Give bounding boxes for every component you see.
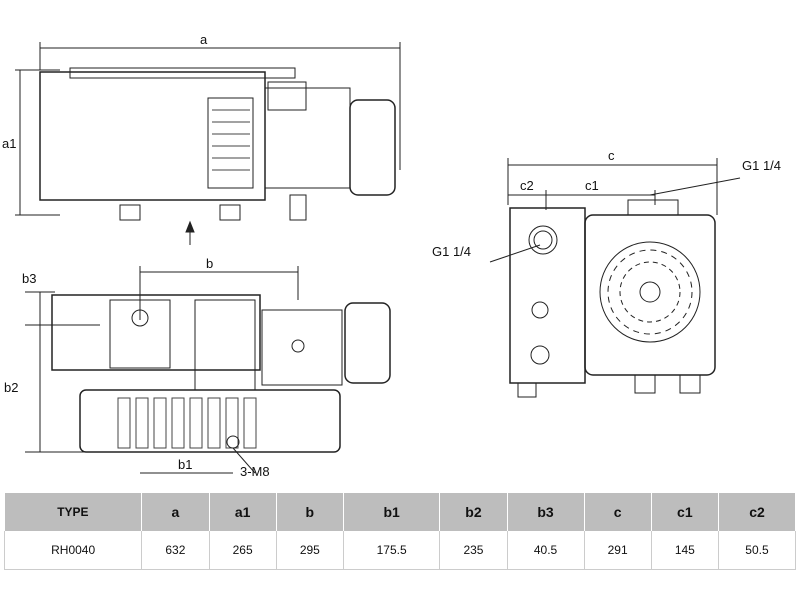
dim-b3-label: b3 bbox=[22, 271, 36, 286]
col-header: b2 bbox=[439, 493, 508, 531]
table-cell: 175.5 bbox=[343, 531, 441, 570]
col-header: a1 bbox=[209, 493, 277, 531]
table-row: RH0040 632 265 295 175.5 235 40.5 291 14… bbox=[3, 531, 797, 570]
top-view bbox=[15, 42, 401, 245]
m8-label: 3-M8 bbox=[240, 464, 270, 479]
table-header-row: TYPE a a1 b b1 b2 b3 c c1 c2 bbox=[4, 493, 797, 531]
dim-c2-label: c2 bbox=[520, 178, 534, 193]
table-cell: 50.5 bbox=[718, 531, 797, 570]
table-cell: 632 bbox=[141, 531, 210, 570]
dim-b2-label: b2 bbox=[4, 380, 18, 395]
table-cell: 291 bbox=[584, 531, 652, 570]
col-header: b1 bbox=[343, 493, 441, 531]
dim-a1-label: a1 bbox=[2, 136, 16, 151]
col-header: c1 bbox=[651, 493, 719, 531]
col-header: b bbox=[276, 493, 344, 531]
table-cell: 40.5 bbox=[507, 531, 585, 570]
table-cell: 265 bbox=[209, 531, 277, 570]
col-header: c bbox=[584, 493, 652, 531]
dim-b1-label: b1 bbox=[178, 457, 192, 472]
table-cell: 235 bbox=[439, 531, 508, 570]
g-right-label: G1 1/4 bbox=[742, 158, 781, 173]
front-view bbox=[489, 158, 741, 398]
g-left-label: G1 1/4 bbox=[432, 244, 471, 259]
pump-drawing: a a1 b b3 b2 b1 3-M8 bbox=[2, 32, 781, 479]
col-header: c2 bbox=[718, 493, 797, 531]
dim-b-label: b bbox=[206, 256, 213, 271]
side-view bbox=[25, 266, 391, 474]
col-header: b3 bbox=[507, 493, 585, 531]
dim-c-label: c bbox=[608, 148, 615, 163]
col-header: TYPE bbox=[4, 493, 143, 531]
table-cell: RH0040 bbox=[3, 531, 143, 570]
dim-c1-label: c1 bbox=[585, 178, 599, 193]
table-cell: 295 bbox=[276, 531, 344, 570]
dim-a-label: a bbox=[200, 32, 208, 47]
table-cell: 145 bbox=[651, 531, 719, 570]
dimension-table: TYPE a a1 b b1 b2 b3 c c1 c2 RH0040 632 … bbox=[3, 493, 797, 570]
col-header: a bbox=[141, 493, 210, 531]
